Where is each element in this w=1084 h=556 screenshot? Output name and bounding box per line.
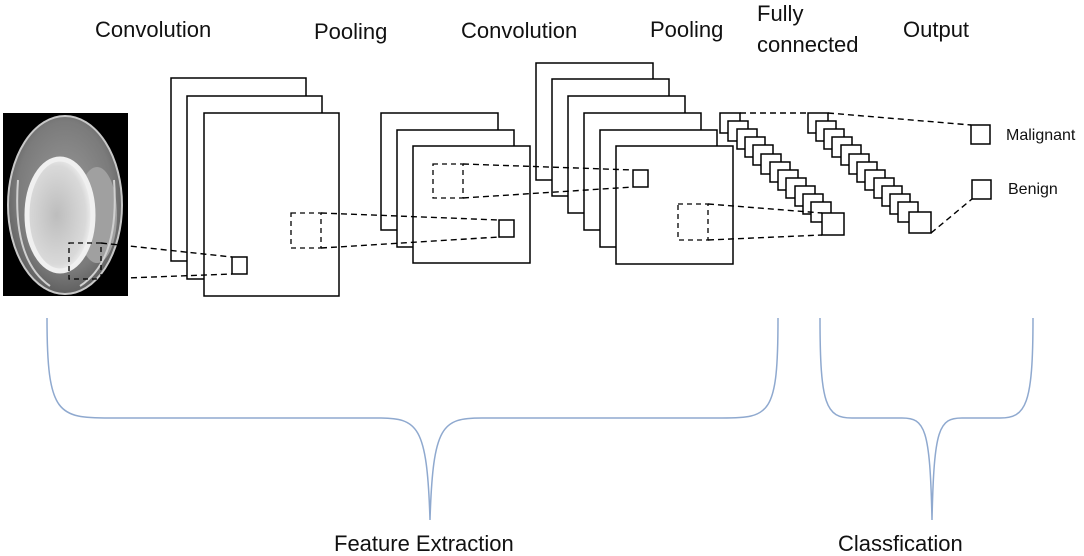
conv1-feature-maps [170, 77, 340, 297]
stage-label-convolution-1: Convolution [95, 17, 212, 42]
stage-label-fully-connected: Fully connected [757, 0, 859, 60]
feature-extraction-brace [46, 317, 779, 521]
classification-brace [819, 317, 1034, 521]
output-neuron-benign [971, 179, 992, 200]
stage-label-pooling-1: Pooling [314, 19, 388, 44]
output-label-benign: Benign [1008, 181, 1058, 198]
input-ct-scan-image [3, 113, 128, 296]
stage-label-convolution-2: Convolution [461, 18, 578, 43]
target-cells [231, 169, 649, 275]
group-label-classification: Classfication [838, 531, 963, 556]
stage-label-output: Output [903, 17, 970, 42]
receptive-field-windows [68, 163, 709, 280]
output-neurons [970, 124, 992, 200]
stage-label-fully-connected-line1: Fully [757, 1, 804, 26]
fully-connected-layer-1 [719, 112, 845, 236]
conv2-feature-maps [535, 62, 734, 265]
group-label-feature-extraction: Feature Extraction [334, 531, 514, 556]
stage-label-fully-connected-line2: connected [757, 32, 859, 57]
pool1-feature-maps [380, 112, 531, 264]
stage-label-pooling-2: Pooling [650, 17, 724, 42]
dashed-connections [100, 112, 973, 280]
fully-connected-layer-2 [807, 112, 932, 234]
output-label-malignant: Malignant [1006, 127, 1076, 144]
output-neuron-malignant [970, 124, 991, 145]
